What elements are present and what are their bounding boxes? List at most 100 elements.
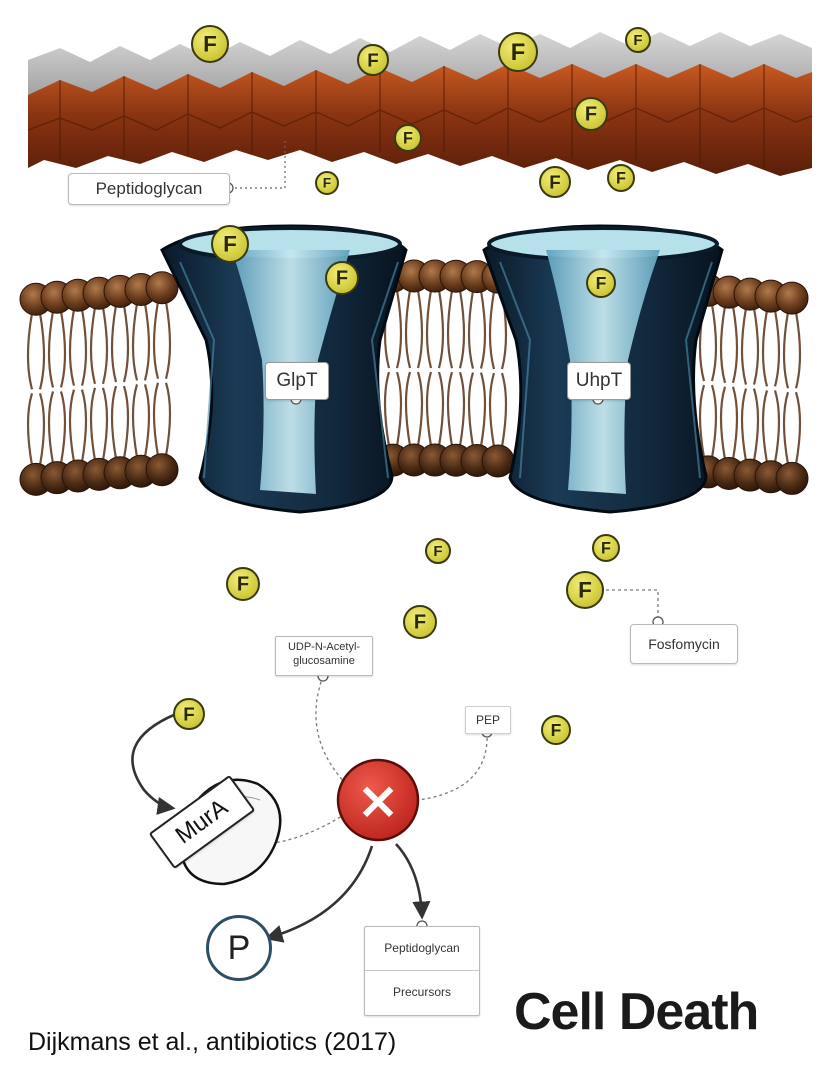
lipid-tail (488, 372, 496, 448)
lipid-tail (719, 305, 727, 384)
fosfomycin-letter: F (203, 32, 217, 57)
lipid-heads-lower (19, 443, 809, 496)
cell-death-title: Cell Death (514, 983, 759, 1041)
lipid-head-upper (775, 281, 809, 315)
fosfomycin-letter: F (237, 574, 249, 596)
lipid-tail (761, 309, 769, 387)
fosfomycin-circle (394, 124, 422, 152)
lipid-head-upper (145, 271, 179, 305)
fosfomycin-molecule-icon: F (173, 698, 205, 730)
lipid-tail (26, 392, 34, 466)
peptidoglycan-layer (27, 32, 813, 189)
fosfomycin-circle (586, 268, 616, 298)
lipid-tail (467, 372, 475, 447)
lipid-tail (458, 371, 466, 447)
fosfomycin-circle (211, 225, 249, 263)
fosfomycin-molecule-icon: F (574, 97, 608, 131)
fosfomycin-letter: F (601, 539, 611, 557)
lipid-tail (47, 311, 55, 388)
lipid-tail (38, 392, 46, 466)
fosfomycin-molecule-icon: F (211, 225, 249, 263)
lipid-tail (80, 389, 88, 463)
lipid-tail (752, 388, 760, 462)
lipid-tail (446, 371, 454, 447)
fosfomycin-circle (592, 534, 620, 562)
fosfomycin-molecule-icon: F (403, 605, 437, 639)
lipid-tail (425, 371, 433, 447)
peptidoglycan-hex-lines (27, 64, 813, 168)
lipid-tail (383, 371, 391, 447)
reaction-to-precursors-arrow (395, 843, 431, 920)
fosfomycin-molecule-icon: F (498, 32, 538, 72)
lipid-tail (395, 371, 403, 447)
lipid-tail (110, 385, 118, 459)
fosfomycin-molecule-icon: F (191, 25, 229, 63)
citation-text: Dijkmans et al., antibiotics (2017) (28, 1028, 397, 1056)
uhpt-label: UhpT (567, 362, 631, 400)
lipid-tail (416, 371, 424, 447)
lipid-tail (488, 290, 496, 370)
lipid-tail (437, 371, 445, 447)
lipid-tail (752, 307, 760, 385)
fosfomycin-letter: F (578, 578, 592, 603)
lipid-tail (719, 386, 727, 460)
lipid-tail (164, 301, 172, 380)
fosfomycin-letter: F (585, 104, 597, 126)
fosfomycin-letter: F (511, 39, 526, 66)
fosfomycin-letter: F (433, 543, 442, 560)
lipid-tail (740, 388, 748, 462)
lipid-tail (404, 371, 412, 447)
lipid-tail (404, 289, 412, 369)
lipid-tail (500, 372, 508, 448)
lipid-tail (143, 384, 151, 458)
fosfomycin-letter: F (403, 129, 413, 147)
lipid-tail (731, 386, 739, 460)
lipid-tail (131, 303, 139, 381)
lipid-tail (740, 307, 748, 385)
lipid-tail (731, 305, 739, 384)
lipid-tail (794, 391, 802, 465)
fosfomycin-molecule-icon: F (607, 164, 635, 192)
inhibition-symbol: × (336, 758, 420, 842)
fosfomycin-molecule-icon: F (315, 171, 339, 195)
fosfomycin-letter: F (336, 268, 348, 290)
lipid-tail (479, 372, 487, 447)
glpt-label: GlpT (265, 362, 329, 400)
lipid-tail (59, 311, 67, 388)
phosphate-circle: P (206, 915, 272, 981)
fosfomycin-circle (315, 171, 339, 195)
fosfomycin-circle (191, 25, 229, 63)
fosfomycin-circle (226, 567, 260, 601)
fosfomycin-molecule-icon: F (425, 538, 451, 564)
inhibition-x-icon: × (356, 771, 400, 831)
peptidoglycan-label: Peptidoglycan (68, 173, 230, 205)
fosfomycin-circle (607, 164, 635, 192)
fosfomycin-circle (325, 261, 359, 295)
fosfomycin-letter: F (183, 703, 194, 724)
pathway-arrows (131, 712, 431, 943)
lipid-tail (794, 311, 802, 389)
fosfomycin-letter: F (323, 176, 331, 191)
lipid-tail (101, 307, 109, 385)
fosfomycin-letter: F (596, 273, 607, 293)
udp-glcnac-line1: UDP-N-Acetyl- (287, 641, 361, 653)
lipid-tail (143, 303, 151, 381)
fosfomycin-circle (173, 698, 205, 730)
udp-glcnac-line2: glucosamine (293, 655, 355, 667)
peptidoglycan-leader (230, 140, 286, 189)
fosfomycin-circle (357, 44, 389, 76)
fosfomycin-molecule-icon: F (592, 534, 620, 562)
lipid-tail (710, 384, 718, 459)
fosfomycin-molecule-icon: F (539, 166, 571, 198)
lipid-tail (416, 289, 424, 369)
lipid-tail (773, 309, 781, 387)
lipid-tail (782, 391, 790, 465)
lipid-tail (89, 307, 97, 385)
lipid-tail (782, 311, 790, 389)
lipid-tail (164, 382, 172, 456)
lipid-tail (26, 313, 34, 390)
fosfomycin-circle (403, 605, 437, 639)
fosfomycin-molecule-icon: F (625, 27, 651, 53)
lipid-tail (425, 289, 433, 369)
